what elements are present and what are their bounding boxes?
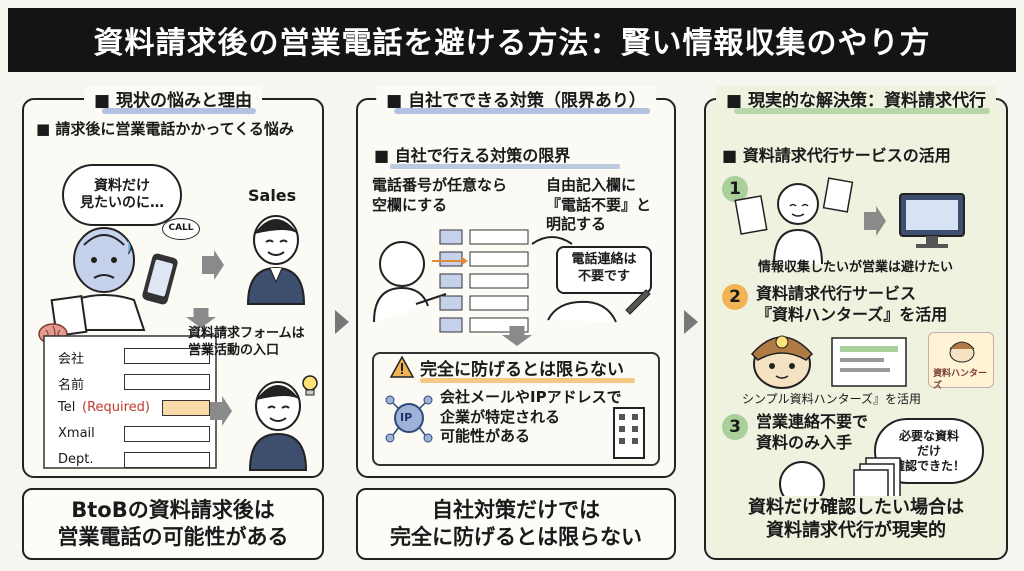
mascot-caption: シンプル資料ハンターズ』を活用 [742, 392, 922, 406]
pen-icon [625, 289, 651, 315]
panel-heading-text: ■ 自社でできる対策（限界あり） [386, 91, 646, 111]
panel-heading: ■ 現実的な解決策：資料請求代行 [716, 86, 996, 114]
person-pointing-illustration [373, 241, 447, 323]
warning-title: 完全に防げるとは限らない [420, 360, 624, 380]
required-label: (Required) [82, 400, 151, 415]
heading-underline [394, 108, 650, 114]
panel-solution: ■ 現実的な解決策：資料請求代行 ■ 資料請求代行サービスの活用 1 情報収集し… [704, 86, 1008, 560]
form-illustration [432, 229, 529, 333]
tel-field[interactable] [162, 400, 210, 416]
section-subtitle: ■ 資料請求代行サービスの活用 [722, 146, 951, 165]
mail-field[interactable] [124, 426, 210, 442]
page-title: 資料請求後の営業電話を避ける方法：賢い情報収集のやり方 [8, 8, 1016, 72]
arrow-right-icon [864, 206, 886, 236]
no-call-note: 電話連絡は 不要です [556, 246, 652, 294]
panel-heading-text: ■ 現状の悩みと理由 [94, 91, 252, 111]
ip-label: IP [400, 411, 413, 424]
step-text-3: 営業連絡不要で 資料のみ入手 [756, 412, 869, 452]
step-text-2: 資料請求代行サービス 『資料ハンターズ』を活用 [756, 284, 948, 324]
summary-box-2: 自社対策だけでは 完全に防げるとは限らない [356, 488, 676, 560]
computer-monitor-icon [899, 193, 965, 248]
logo-text: 資料ハンターズ [933, 369, 988, 391]
tip-no-call-note: 自由記入欄に 『電話不要』と 明記する [546, 176, 652, 233]
warning-text: 会社メールやIPアドレスで 企業が特定される 可能性がある [440, 388, 622, 445]
form-label-tel: Tel [58, 400, 76, 415]
building-icon [613, 407, 645, 459]
warning-box: 完全に防げるとは限らない IP 会社メールやIPアドレスで 企業が特定される 可… [372, 352, 660, 466]
panel-heading-text: ■ 現実的な解決策：資料請求代行 [726, 91, 986, 111]
person-with-documents-illustration [734, 177, 854, 265]
phone-icon [142, 253, 178, 305]
arrow-right-icon [202, 250, 224, 280]
summary-box-1: BtoBの資料請求後は 営業電話の可能性がある [22, 488, 324, 560]
dept-field[interactable] [124, 452, 210, 468]
salesperson-illustration [246, 215, 306, 305]
salesperson-illustration [248, 381, 308, 471]
hunter-mascot-illustration [750, 335, 814, 389]
form-label-mail: Xmail [58, 426, 95, 441]
call-bubble: CALL [162, 218, 200, 240]
step-number-1: 1 [722, 176, 748, 202]
name-field[interactable] [124, 374, 210, 390]
section-subtitle: ■ 自社で行える対策の限界 [374, 146, 571, 165]
person-writing-illustration [531, 236, 617, 323]
arrow-right-icon [210, 396, 232, 426]
form-label-dept: Dept. [58, 452, 94, 467]
document-icon [831, 337, 907, 387]
hunters-logo: 資料ハンターズ [928, 332, 994, 391]
mascot-logo-icon [949, 341, 975, 363]
ip-network-icon [385, 395, 433, 443]
speech-bubble: 資料だけ 見たいのに… [62, 164, 182, 226]
lightbulb-icon [302, 375, 318, 396]
sales-label: Sales [248, 186, 297, 205]
section-subtitle: ■ 請求後に営業電話かかってくる悩み [36, 120, 294, 138]
panel-heading: ■ 自社でできる対策（限界あり） [376, 86, 656, 114]
panel-current-problem: ■ 現状の悩みと理由 ■ 請求後に営業電話かかってくる悩み 資料だけ 見たいのに… [22, 86, 324, 478]
warning-underline [420, 378, 635, 383]
step-text-1: 情報収集したいが営業は避けたい [758, 260, 954, 275]
form-label-name: 名前 [58, 378, 85, 393]
warning-icon [389, 355, 415, 378]
tip-optional-phone: 電話番号が任意なら 空欄にする [372, 176, 508, 214]
conclusion-text: 資料だけ確認したい場合は 資料請求代行が現実的 [706, 496, 1006, 543]
arrow-right-icon [684, 310, 698, 334]
form-label-company: 会社 [58, 352, 85, 367]
company-field[interactable] [124, 348, 210, 364]
panel-heading: ■ 現状の悩みと理由 [84, 86, 262, 114]
step-number-2: 2 [722, 284, 748, 310]
heading-underline [734, 108, 990, 114]
subtitle-underline [390, 164, 620, 169]
form-caption: 資料請求フォームは 営業活動の入口 [188, 326, 305, 358]
step-number-3: 3 [722, 414, 748, 440]
worried-person-illustration [50, 227, 146, 338]
heading-underline [102, 108, 256, 114]
arrow-right-icon [335, 310, 349, 334]
